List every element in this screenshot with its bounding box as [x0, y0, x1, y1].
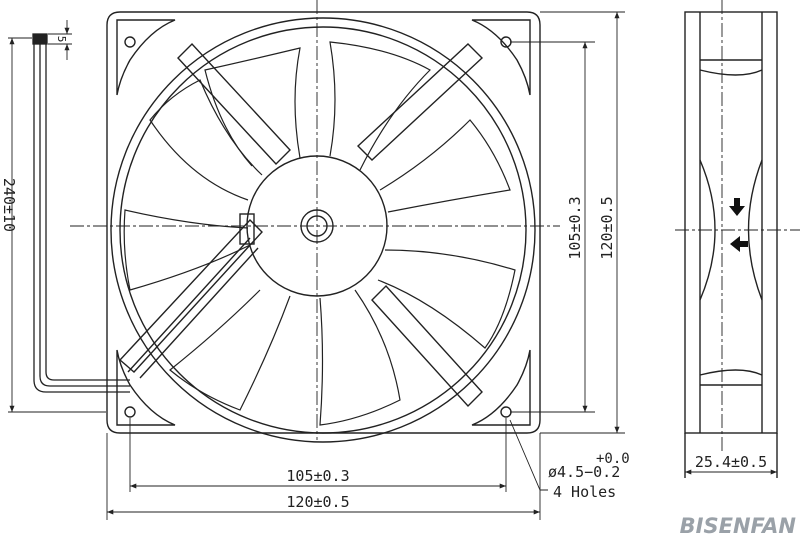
- centerlines: [70, 0, 800, 452]
- front-view: [106, 11, 541, 443]
- struts: [118, 42, 484, 408]
- blades: [123, 41, 516, 426]
- side-outline: [684, 11, 778, 434]
- venturi-inner: [119, 26, 527, 434]
- dim-hole-spacing-bottom: 105±0.3: [286, 467, 349, 485]
- airflow-arrow-icon: [729, 198, 745, 216]
- venturi-outer: [110, 17, 536, 443]
- dim-overall-width-bottom: 120±0.5: [286, 493, 349, 511]
- frame-outline: [106, 11, 541, 434]
- wire-ends: [32, 33, 48, 45]
- corner-pocket-br: [471, 349, 531, 426]
- brand-logo: BISENFAN: [680, 514, 797, 538]
- dim-hole-diameter: ø4.5−0.2: [548, 463, 620, 481]
- corner-pocket-tl: [116, 19, 176, 96]
- dim-overall-height-right: 120±0.5: [598, 196, 616, 259]
- dimension-lines: [8, 11, 625, 520]
- dim-hole-tol-upper: +0.0: [596, 451, 630, 467]
- rotation-arrow-icon: [730, 236, 748, 252]
- dim-wire-strip: 5: [55, 36, 68, 43]
- dim-hole-spacing-right: 105±0.3: [566, 196, 584, 259]
- cable: [32, 33, 130, 393]
- corner-pocket-tr: [471, 19, 531, 96]
- mount-hole-br: [500, 406, 512, 418]
- dim-hole-count: 4 Holes: [553, 483, 616, 501]
- side-view: [684, 11, 778, 478]
- hub-label-pad: [239, 213, 255, 245]
- corner-pocket-bl: [116, 349, 176, 426]
- mount-hole-tl: [124, 36, 136, 48]
- dim-cable-length: 240±10: [0, 178, 18, 232]
- mount-hole-bl: [124, 406, 136, 418]
- dim-thickness: 25.4±0.5: [695, 453, 767, 471]
